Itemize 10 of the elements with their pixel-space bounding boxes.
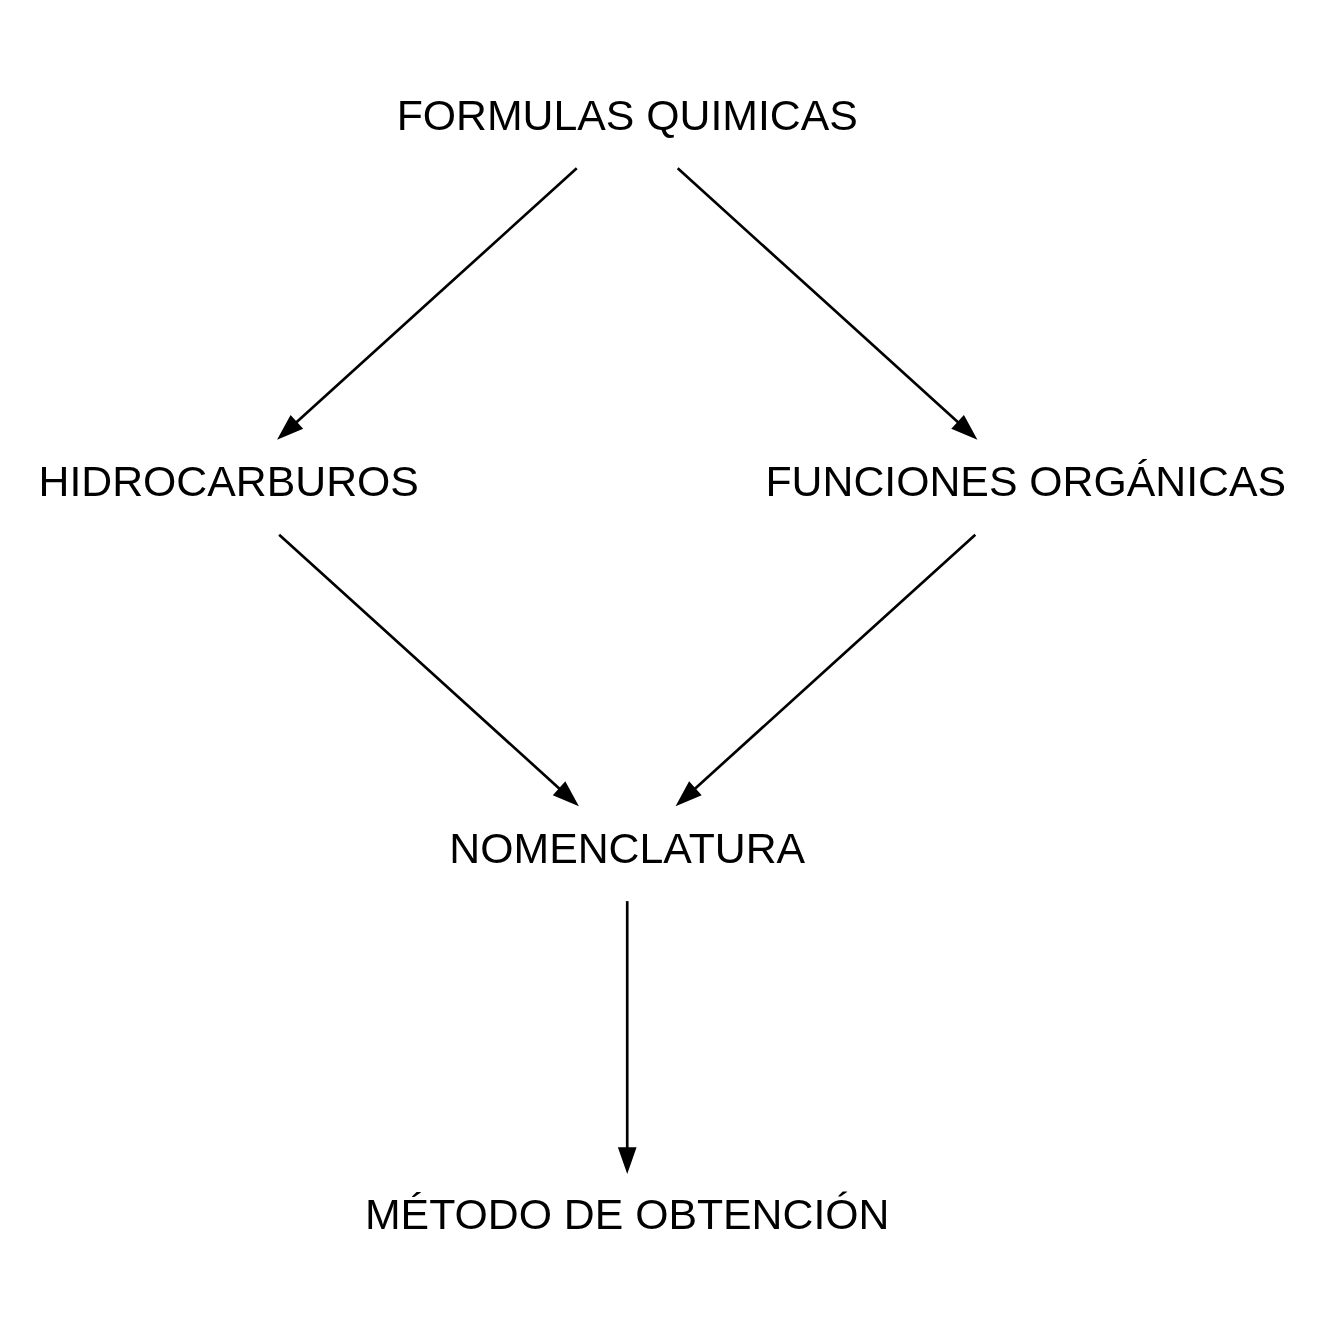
- node-text: MÉTODO DE OBTENCIÓN: [364, 1189, 890, 1238]
- arrow: [278, 533, 579, 806]
- arrow: [277, 166, 578, 440]
- node-text: HIDROCARBUROS: [38, 456, 419, 505]
- arrow: [617, 900, 637, 1174]
- node-text: FORMULAS QUIMICAS: [396, 90, 858, 139]
- node-text: FUNCIONES ORGÁNICAS: [765, 456, 1287, 505]
- node-text: NOMENCLATURA: [449, 823, 806, 872]
- arrow: [675, 533, 977, 806]
- arrow: [676, 166, 978, 440]
